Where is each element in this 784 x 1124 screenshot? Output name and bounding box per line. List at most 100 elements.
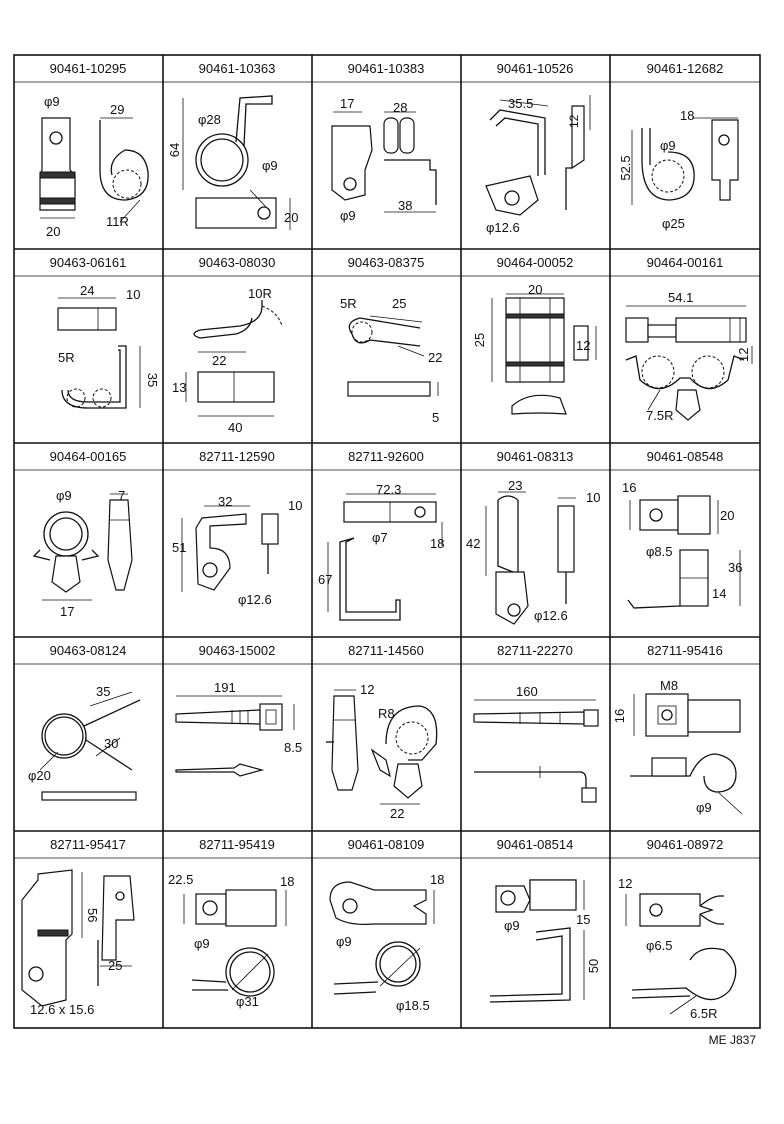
dim-label: 160 (516, 684, 538, 699)
part-number: 90461-10295 (50, 61, 127, 76)
dim-label: φ9 (194, 936, 210, 951)
dim-label: 24 (80, 283, 94, 298)
dim-label: φ25 (662, 216, 685, 231)
dim-label: 12 (360, 682, 374, 697)
dim-label: 18 (280, 874, 294, 889)
dim-label: 18 (680, 108, 694, 123)
dim-label: 52.5 (618, 155, 633, 180)
dim-label: 16 (612, 709, 627, 723)
dim-label: 18 (430, 872, 444, 887)
dim-label: M8 (660, 678, 678, 693)
part-number: 90463-08124 (50, 643, 127, 658)
dim-label: 18 (430, 536, 444, 551)
dim-label: φ12.6 (486, 220, 520, 235)
part-cell-90464-00161: 90464-00161 54.1 12 7.5R (625, 255, 753, 423)
dim-label: 10 (288, 498, 302, 513)
dim-label: 54.1 (668, 290, 693, 305)
part-number: 90463-15002 (199, 643, 276, 658)
part-cell-90464-00165: 90464-00165 φ9 7 17 (32, 449, 133, 619)
part-cell-90461-10295: 90461-10295 φ9 29 11R 20 (39, 61, 149, 239)
dim-label: 25 (392, 296, 406, 311)
part-cell-90463-08030: 90463-08030 10R 22 13 40 (172, 255, 283, 435)
dim-label: R8 (378, 706, 395, 721)
part-cell-82711-14560: 82711-14560 12 R8 22 (326, 643, 438, 821)
part-cell-90463-15002: 90463-15002 191 8.5 (175, 643, 302, 777)
dim-label: 72.3 (376, 482, 401, 497)
part-cell-90464-00052: 90464-00052 20 25 12 (472, 255, 597, 415)
part-cell-90461-10526: 90461-10526 35.5 12 φ12.6 (485, 61, 591, 235)
dim-label: φ9 (262, 158, 278, 173)
part-cell-82711-95417: 82711-95417 56 25 12.6 x 15.6 (21, 837, 135, 1017)
dim-label: φ31 (236, 994, 259, 1009)
dim-label: 5 (432, 410, 439, 425)
dim-label: 20 (46, 224, 60, 239)
part-number: 90461-08514 (497, 837, 574, 852)
dim-label: 50 (586, 959, 601, 973)
dim-label: 22 (390, 806, 404, 821)
dim-label: 13 (172, 380, 186, 395)
dim-label: 35 (145, 373, 160, 387)
part-cell-82711-22270: 82711-22270 160 (473, 643, 599, 803)
dim-label: 25 (472, 333, 487, 347)
dim-label: 5R (58, 350, 75, 365)
part-cell-90461-08109: 90461-08109 18 φ9 φ18.5 (329, 837, 444, 1013)
dim-label: 36 (728, 560, 742, 575)
dim-label: φ7 (372, 530, 388, 545)
part-cell-90461-08972: 90461-08972 12 φ6.5 6.5R (618, 837, 737, 1021)
dim-label: 67 (318, 572, 332, 587)
part-number: 90461-10383 (348, 61, 425, 76)
dim-label: 22.5 (168, 872, 193, 887)
dim-label: 25 (108, 958, 122, 973)
part-number: 90461-12682 (647, 61, 724, 76)
dim-label: φ9 (44, 94, 60, 109)
part-cell-90463-08124: 90463-08124 35 30 φ20 (28, 643, 141, 801)
part-number: 82711-92600 (348, 449, 424, 464)
part-number: 90463-08375 (348, 255, 425, 270)
dim-label: 191 (214, 680, 236, 695)
dim-label: 40 (228, 420, 242, 435)
dim-label: 12 (576, 338, 590, 353)
part-number: 82711-95416 (647, 643, 723, 658)
part-number: 90463-08030 (199, 255, 276, 270)
part-cell-90463-08375: 90463-08375 5R 25 22 5 (340, 255, 442, 425)
dim-label: 12.6 x 15.6 (30, 1002, 94, 1017)
dim-label: φ9 (696, 800, 712, 815)
dim-label: 22 (212, 353, 226, 368)
part-number: 82711-14560 (348, 643, 424, 658)
dim-label: φ9 (340, 208, 356, 223)
part-number: 82711-12590 (199, 449, 275, 464)
dim-label: 16 (622, 480, 636, 495)
dim-label: 12 (618, 876, 632, 891)
dim-label: 35 (96, 684, 110, 699)
part-number: 90464-00052 (497, 255, 574, 270)
dim-label: 42 (466, 536, 480, 551)
dim-label: φ20 (28, 768, 51, 783)
dim-label: 32 (218, 494, 232, 509)
dim-label: 8.5 (284, 740, 302, 755)
dim-label: 7 (118, 488, 125, 503)
dim-label: 30 (104, 736, 118, 751)
grid-lines (13, 54, 761, 1029)
dim-label: φ12.6 (534, 608, 568, 623)
dim-label: 6.5R (690, 1006, 717, 1021)
part-cell-90461-08313: 90461-08313 23 10 42 φ12.6 (466, 449, 600, 625)
part-number: 90464-00165 (50, 449, 127, 464)
dim-label: 12 (567, 114, 581, 128)
part-cell-90461-10383: 90461-10383 17 28 φ9 38 (331, 61, 437, 223)
part-number: 90461-10526 (497, 61, 574, 76)
dim-label: 17 (340, 96, 354, 111)
dim-label: 38 (398, 198, 412, 213)
part-number: 90461-08109 (348, 837, 425, 852)
part-cell-90461-12682: 90461-12682 18 φ9 52.5 φ25 (618, 61, 739, 231)
dim-label: 10R (248, 286, 272, 301)
dim-label: 20 (528, 282, 542, 297)
dim-label: 56 (85, 908, 100, 922)
part-number: 90461-08972 (647, 837, 724, 852)
dim-label: 22 (428, 350, 442, 365)
dim-label: 7.5R (646, 408, 673, 423)
dim-label: 28 (393, 100, 407, 115)
dim-label: φ9 (504, 918, 520, 933)
part-cell-90463-12590: 82711-12590 32 10 51 φ12.6 (172, 449, 302, 607)
part-number: 82711-95417 (50, 837, 126, 852)
